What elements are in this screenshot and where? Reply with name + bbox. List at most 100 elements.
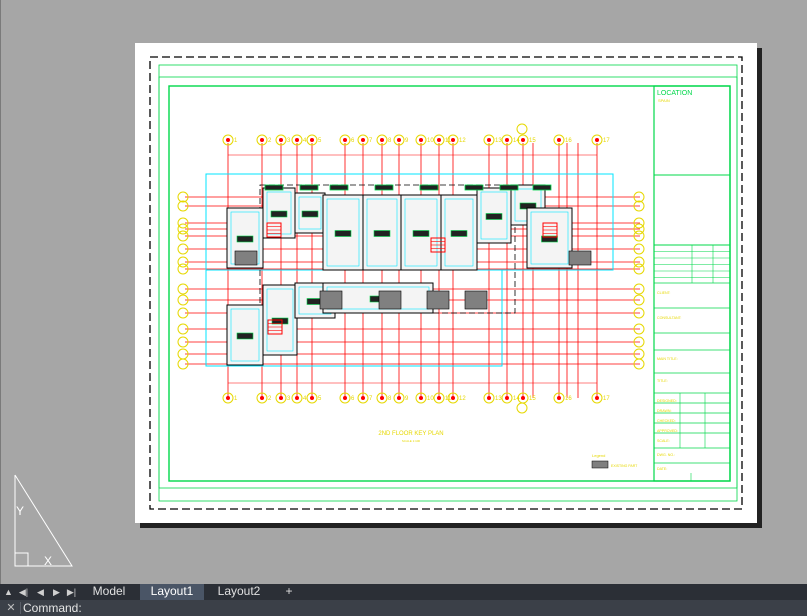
outer-frame-inner (158, 76, 738, 489)
tab-model[interactable]: Model (92, 584, 126, 598)
stair-core (542, 222, 558, 238)
scroll-up-icon[interactable]: ▲ (4, 587, 13, 597)
room-fixture (270, 210, 288, 218)
grid-bubble-dot (419, 138, 423, 142)
grid-bubble-label: 7 (369, 138, 373, 144)
grid-bubble (256, 134, 268, 146)
title-row-label: SCALE: (657, 439, 670, 443)
grid-bubble (483, 134, 495, 146)
grid-bubble-label: 6 (351, 138, 355, 144)
grid-bubble (501, 392, 513, 404)
grid-bubble (633, 217, 645, 229)
grid-bubble (415, 134, 427, 146)
grid-bubble-label: 3 (287, 396, 291, 402)
grid-bubble (633, 283, 645, 295)
grid-bubble-dot (310, 138, 314, 142)
grid-bubble-dot (310, 396, 314, 400)
grid-bubble (433, 392, 445, 404)
existing-block (378, 290, 402, 310)
room-inner (298, 196, 322, 230)
wardrobe (264, 184, 284, 191)
grid-bubble (177, 256, 189, 268)
layout-tab-bar: ▲ ◀| ◀ ▶ ▶| Model Layout1 Layout2 + (0, 584, 807, 600)
first-layout-icon[interactable]: ◀| (18, 587, 29, 597)
grid-bubble-dot (343, 396, 347, 400)
grid-bubble (177, 336, 189, 348)
grid-bubble (177, 307, 189, 319)
grid-bubble-dot (295, 396, 299, 400)
title-block-sub: SPAIN (658, 98, 670, 103)
grid-bubble (339, 392, 351, 404)
grid-bubble-dot (226, 138, 230, 142)
existing-block (319, 290, 343, 310)
grid-bubble (633, 263, 645, 275)
grid-bubble (633, 191, 645, 203)
wardrobe (374, 184, 394, 191)
grid-bubble (447, 134, 459, 146)
grid-bubble-label: 10 (427, 396, 434, 402)
grid-bubble (553, 134, 565, 146)
add-layout-button[interactable]: + (285, 584, 293, 598)
grid-bubble (306, 392, 318, 404)
tab-layout1[interactable]: Layout1 (140, 584, 204, 600)
drawing-border (168, 85, 731, 482)
title-row-label: DESIGNED: (657, 399, 677, 403)
grid-bubble-dot (557, 138, 561, 142)
grid-bubble (177, 217, 189, 229)
grid-bubble-label: 15 (529, 396, 536, 402)
ucs-icon: Y X (14, 474, 73, 568)
grid-bubble-label: 5 (318, 396, 322, 402)
room-fixture (236, 235, 254, 243)
grid-bubble-dot (361, 396, 365, 400)
grid-bubble (633, 243, 645, 255)
grid-bubble-dot (260, 396, 264, 400)
previous-layout-icon[interactable]: ◀ (37, 587, 44, 597)
grid-bubble (553, 392, 565, 404)
grid-bubble (177, 191, 189, 203)
grid-bubble (339, 134, 351, 146)
grid-bubble-dot (437, 138, 441, 142)
grid-bubble (177, 283, 189, 295)
grid-bubble (633, 230, 645, 242)
grid-bubble-dot (451, 396, 455, 400)
grid-bubble (291, 134, 303, 146)
grid-bubble (415, 392, 427, 404)
grid-bubble (447, 392, 459, 404)
grid-bubble (275, 392, 287, 404)
grid-bubble-label: 15 (529, 138, 536, 144)
last-layout-icon[interactable]: ▶| (66, 587, 77, 597)
existing-block (426, 290, 450, 310)
tab-layout2[interactable]: Layout2 (217, 584, 261, 598)
close-icon[interactable]: ✕ (6, 602, 16, 614)
title-block-heading: LOCATION (657, 90, 692, 97)
grid-bubble (357, 134, 369, 146)
grid-bubble-label: 17 (603, 396, 610, 402)
grid-bubble-label: 1 (234, 138, 238, 144)
grid-bubble (633, 307, 645, 319)
stair-core (266, 222, 282, 238)
command-input[interactable] (92, 601, 792, 615)
grid-bubble-dot (380, 138, 384, 142)
grid-bubble-label: 7 (369, 396, 373, 402)
grid-bubble-label: 5 (318, 138, 322, 144)
grid-bubble (633, 223, 645, 235)
grid-bubble-label: 6 (351, 396, 355, 402)
grid-bubble (177, 323, 189, 335)
grid-bubble (222, 134, 234, 146)
grid-bubble (275, 134, 287, 146)
room-fixture (236, 332, 254, 340)
grid-bubble (177, 263, 189, 275)
legend-label: EXISTING PART (611, 464, 638, 468)
grid-bubble-label: 16 (565, 396, 572, 402)
ucs-y-label: Y (16, 504, 24, 518)
next-layout-icon[interactable]: ▶ (53, 587, 60, 597)
grid-bubble (633, 256, 645, 268)
plan-scale: SCALE 1:100 (402, 439, 421, 443)
plot-margin (149, 56, 743, 510)
grid-bubble-dot (451, 138, 455, 142)
wardrobe (329, 184, 349, 191)
grid-bubble (633, 323, 645, 335)
grid-bubble (633, 294, 645, 306)
